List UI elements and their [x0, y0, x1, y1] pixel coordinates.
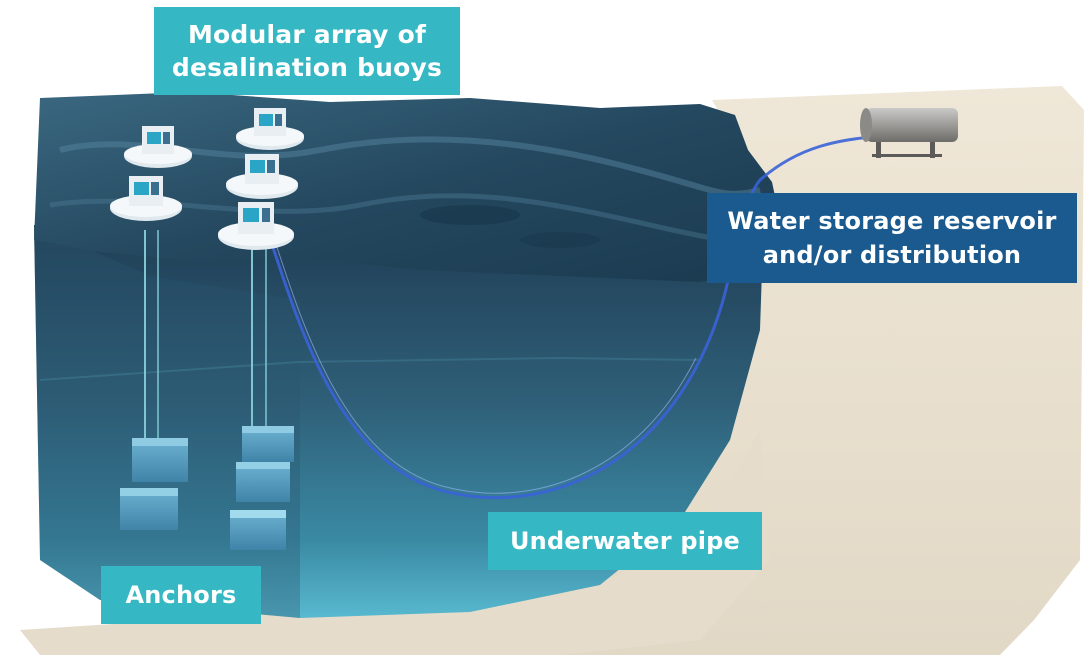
wave-shadow	[520, 232, 600, 248]
buoys-label: Modular array of desalination buoys	[154, 7, 460, 95]
storage-tank-icon	[860, 108, 958, 158]
pipe-label-text: Underwater pipe	[509, 527, 741, 555]
underwater-pipe	[271, 231, 697, 494]
underwater-pipe	[266, 134, 881, 500]
anchor-block-icon	[236, 462, 290, 502]
storage-label-line2: and/or distribution	[762, 241, 1022, 269]
desalination-buoy-icon	[124, 126, 192, 168]
anchors-label: Anchors	[101, 566, 261, 624]
sand-seabed	[20, 430, 770, 655]
desalination-buoy-icon	[110, 176, 182, 221]
desalination-buoy-icon	[226, 154, 298, 199]
storage-label-line1: Water storage reservoir	[727, 207, 1057, 235]
buoys-label-line1: Modular array of	[187, 20, 427, 49]
desalination-buoy-icon	[218, 202, 294, 250]
anchor-block-icon	[230, 510, 286, 550]
anchor-block-icon	[242, 426, 294, 462]
anchor-block-icon	[132, 438, 188, 482]
anchor-block-icon	[120, 488, 178, 530]
desalination-buoy-icon	[236, 108, 304, 150]
anchors-label-text: Anchors	[125, 581, 237, 609]
buoys-label-line2: desalination buoys	[171, 53, 443, 82]
pipe-label: Underwater pipe	[488, 512, 762, 570]
storage-label: Water storage reservoir and/or distribut…	[707, 193, 1077, 283]
wave-shadow	[420, 205, 520, 225]
seafloor-ledge	[39, 356, 701, 381]
